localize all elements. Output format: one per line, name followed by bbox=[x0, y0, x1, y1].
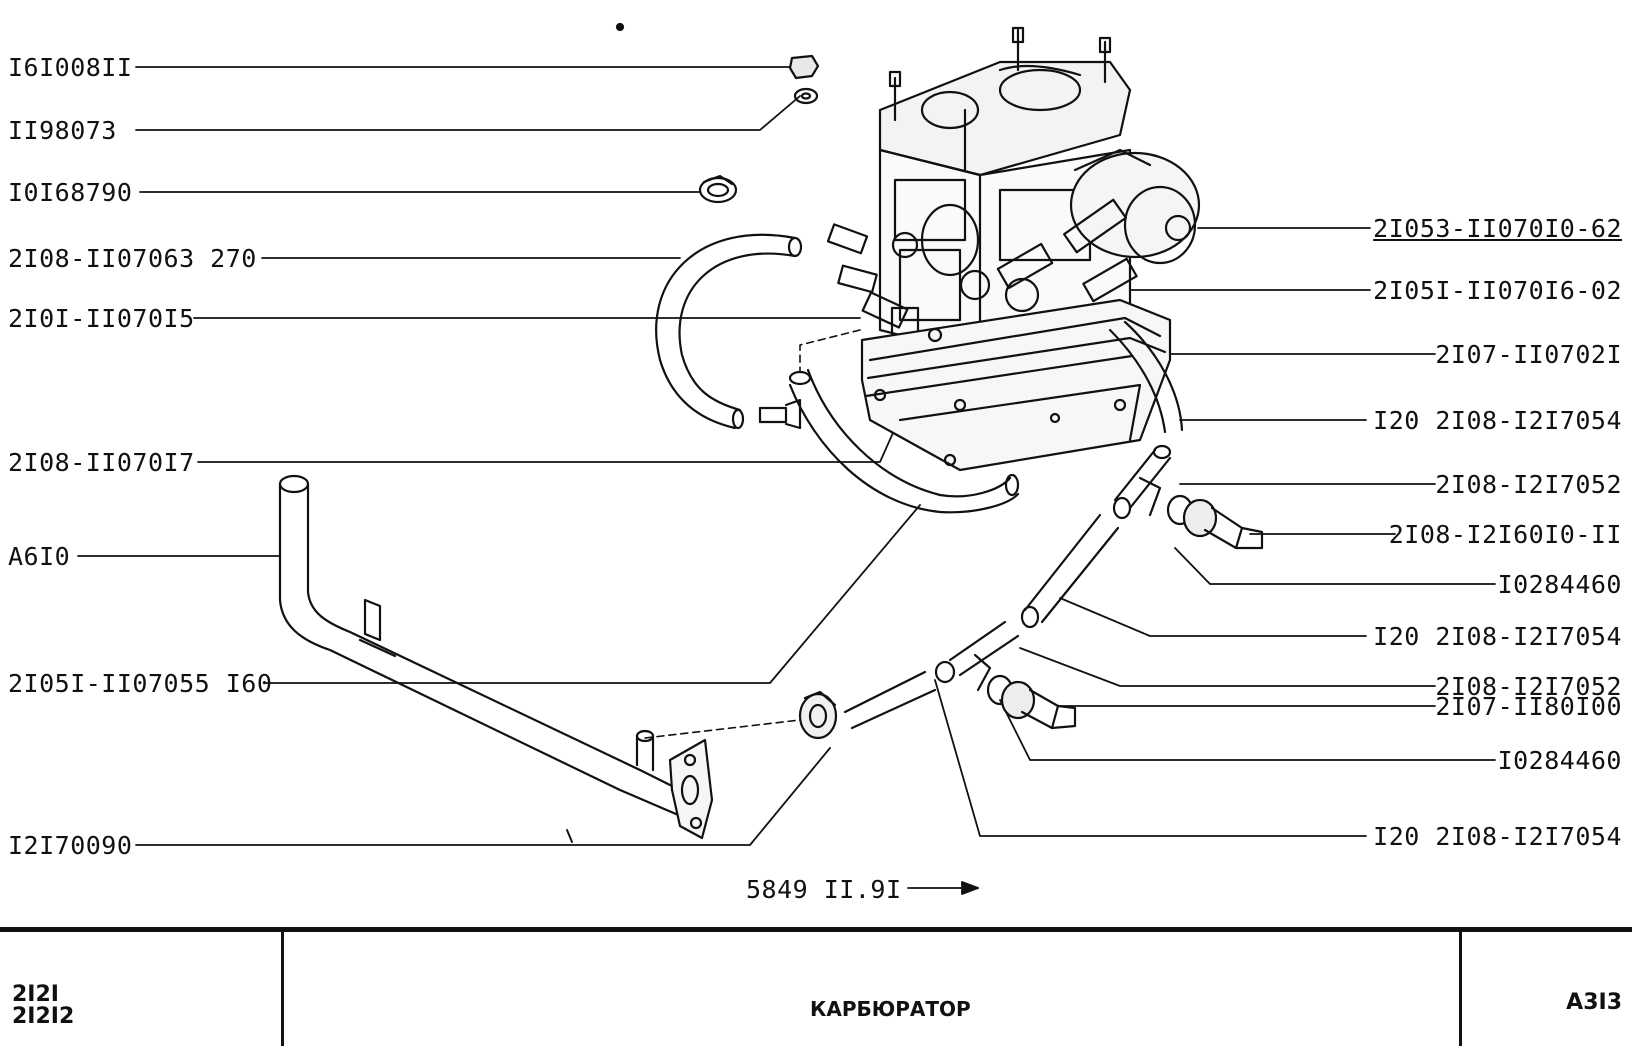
part-label-right: I20 2I08-I2I7054 bbox=[1373, 622, 1622, 651]
page-title: КАРБЮРАТОР bbox=[810, 997, 971, 1021]
title-cell: КАРБЮРАТОР bbox=[284, 932, 1462, 1046]
speck bbox=[615, 22, 625, 32]
speck bbox=[566, 829, 573, 843]
drawing-code: 5849 II.9I bbox=[746, 875, 902, 904]
part-label-right: I20 2I08-I2I7054 bbox=[1373, 406, 1622, 435]
part-label-right: 2I07-II0702I bbox=[1435, 340, 1622, 369]
leader-lines-left bbox=[77, 66, 931, 846]
nut-and-washer bbox=[788, 54, 820, 105]
part-label-right: 2I05I-II070I6-02 bbox=[1373, 276, 1622, 305]
part-label-right: 2I08-I2I7052 bbox=[1435, 672, 1622, 701]
part-label-left: A6I0 bbox=[8, 542, 71, 571]
carburetor-body bbox=[826, 26, 1201, 472]
model-number: 2I2I bbox=[12, 982, 59, 1007]
steel-fuel-pipe bbox=[278, 474, 714, 840]
arrow-right-icon bbox=[907, 881, 979, 895]
part-label-left: 2I05I-II07055 I60 bbox=[8, 669, 273, 698]
part-label-left: 2I08-II07063 270 bbox=[8, 244, 257, 273]
curved-hose-left bbox=[655, 233, 803, 430]
part-label-right: 2I07-II80I00 bbox=[1435, 692, 1622, 721]
part-label-right: 2I08-I2I60I0-II bbox=[1388, 520, 1622, 549]
dashed-connection-lower bbox=[644, 719, 801, 739]
part-label-left: 2I08-II070I7 bbox=[8, 448, 195, 477]
part-label-right: 2I053-II070I0-62 bbox=[1373, 214, 1622, 243]
fuel-hose-chain bbox=[843, 320, 1264, 730]
part-label-right: 2I08-I2I7052 bbox=[1435, 470, 1622, 499]
part-label-left: I6I008II bbox=[8, 53, 133, 82]
hose-under-carb bbox=[788, 368, 1020, 514]
part-label-right: I0284460 bbox=[1497, 746, 1622, 775]
carburetor-assembly-drawing bbox=[77, 22, 1496, 895]
part-label-left: I0I68790 bbox=[8, 178, 133, 207]
hose-clamp-bottom bbox=[798, 690, 838, 740]
part-label-left: I2I70090 bbox=[8, 831, 133, 860]
model-cell: 2I2I 2I2I2 bbox=[0, 932, 284, 1046]
sheet-code-cell: A3I3 bbox=[1462, 932, 1632, 1046]
title-block: 2I2I 2I2I2 КАРБЮРАТОР A3I3 bbox=[0, 927, 1632, 1046]
leader-lines-right bbox=[934, 227, 1496, 837]
part-label-right: I20 2I08-I2I7054 bbox=[1373, 822, 1622, 851]
model-number: 2I2I2 bbox=[12, 1004, 75, 1029]
part-label-right: I0284460 bbox=[1497, 570, 1622, 599]
part-label-left: II98073 bbox=[8, 116, 117, 145]
hose-clamp-top bbox=[698, 174, 738, 204]
part-label-left: 2I0I-II070I5 bbox=[8, 304, 195, 333]
dashed-connection-upper bbox=[799, 329, 861, 373]
sheet-code: A3I3 bbox=[1566, 990, 1622, 1015]
